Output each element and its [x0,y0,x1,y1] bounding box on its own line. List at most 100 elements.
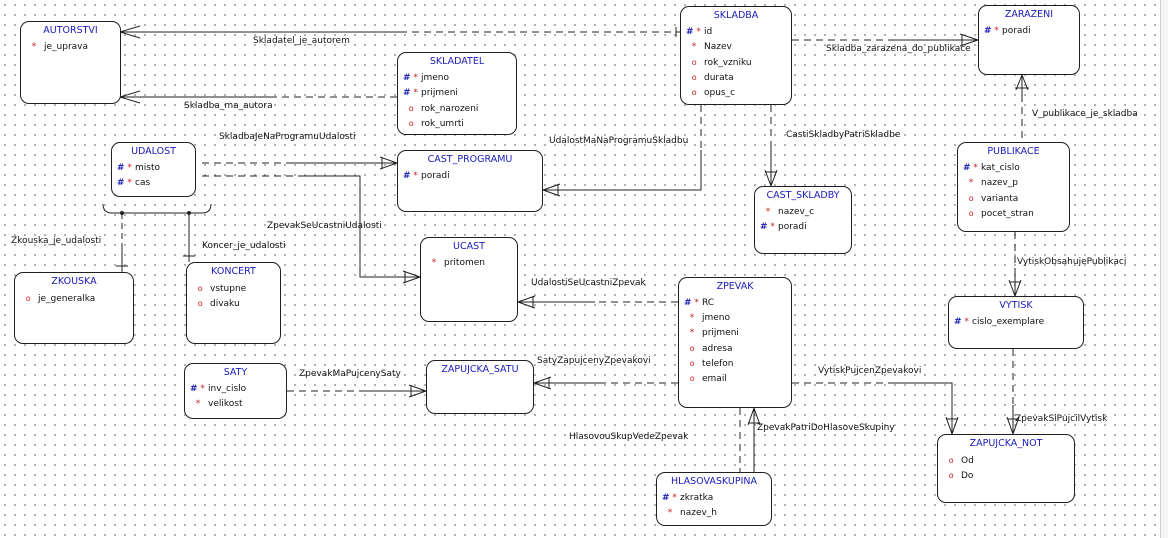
vertical-scrollbar[interactable] [1160,0,1168,538]
attribute-name: je_uprava [44,42,89,52]
optional-marker: o [948,456,954,465]
label-zpevak-ma-pujceny-saty: ZpevakMaPujcenySaty [299,369,401,379]
attribute-name: cas [135,178,151,188]
attribute-marker: # * [954,315,972,330]
primary-key-marker: # [662,493,670,503]
label-udalost-ma-na-programu-skladbu: UdalostMaNaProgramuSkladbu [549,136,689,146]
mandatory-marker: * [994,26,999,36]
entity-title: SKLADATEL [429,56,485,67]
attribute-name: inv_cislo [208,384,247,394]
optional-marker: o [197,299,203,308]
attribute-name: cislo_exemplare [972,317,1045,327]
crowfoot-autorstvi-skladba [119,25,141,39]
attribute-row: # *inv_cislo [190,382,286,397]
attribute-name: je_generalka [38,294,96,304]
attribute-list: # *zkratka *nazev_h [657,489,771,521]
entity-cast-skladby[interactable]: CAST_SKLADBY *nazev_c# *poradi [754,186,852,254]
crowfoot-zarazeni-left [959,33,979,47]
entity-zarazeni[interactable]: ZARAZENI# *poradi [978,5,1080,75]
attribute-name: Od [961,456,974,466]
attribute-name: nazev_c [778,207,815,217]
attribute-marker: o [686,85,704,101]
optional-marker: o [408,119,414,128]
attribute-marker: o [684,341,702,357]
optional-marker: o [25,294,31,303]
entity-autorstvi[interactable]: AUTORSTVI * je_uprava [20,21,121,104]
primary-key-marker: # [760,222,768,232]
attribute-marker: o [684,371,702,387]
attribute-marker: # * [684,296,702,311]
entity-vytisk[interactable]: VYTISK# *cislo_exemplare [948,296,1084,349]
attribute-list: # *poradi [979,22,1079,39]
attribute-name: email [702,374,727,384]
attribute-name: pritomen [444,258,485,268]
attribute-marker: * [963,176,981,191]
entity-title: CAST_PROGRAMU [427,154,513,165]
attribute-name: rok_vzniku [704,58,752,68]
attribute-name: jmeno [702,313,731,323]
attribute-row: *nazev_c [760,205,851,220]
attribute-row: # *cas [117,176,195,191]
attribute-marker: # * [984,24,1002,39]
attribute-name: Do [961,471,974,481]
attribute-row: * je_uprava [26,40,120,55]
attribute-row: *velikost [190,397,286,412]
mandatory-marker: * [973,163,978,173]
crowfoot-cast-skladby-top [764,169,778,187]
entity-title: ZAPUJCKA_NOT [969,438,1043,449]
attribute-row: *Nazev [686,40,791,55]
optional-marker: o [968,194,974,203]
attribute-marker: * [662,506,680,521]
attribute-marker: # * [403,71,421,86]
crowfoot-cast-programu-right [542,183,561,197]
attribute-list: * je_uprava [21,38,120,55]
attribute-marker: o [686,70,704,86]
primary-key-marker: # [117,163,125,173]
entity-hlasovaskupina[interactable]: HLASOVASKUPINA# *zkratka *nazev_h [656,472,772,526]
crowfoot-zapujcka-satu-right [533,376,552,390]
crowfoot-ucast-right [517,295,536,309]
crowfoot-ucast-left [402,270,421,284]
attribute-name: zkratka [680,493,714,503]
attribute-name: divaku [210,299,240,309]
primary-key-marker: # [684,298,692,308]
optional-marker: o [689,344,695,353]
label-saty-zapujceny-zpevakovi: SatyZapujcenyZpevakovi [537,356,651,366]
entity-ucast[interactable]: UCAST *pritomen [420,237,518,322]
label-skladba-ma-autora: Skladba_ma_autora [184,101,273,111]
attribute-list: *nazev_c# *poradi [755,203,851,235]
label-zpevak-se-ucastni-udalosti: ZpevakSeUcastniUdalosti [267,221,382,231]
optional-marker: o [689,359,695,368]
attribute-marker: # * [760,220,778,235]
mandatory-marker: * [31,42,37,52]
attribute-marker: o [963,206,981,222]
attribute-marker: # * [403,169,421,184]
primary-key-marker: # [403,73,411,83]
mandatory-marker: * [968,178,974,188]
attribute-name: nazev_h [680,508,718,518]
entity-saty[interactable]: SATY# *inv_cislo *velikost [184,363,287,419]
label-hlasova-skup-vede-zpevak: HlasovouSkupVedeZpevak [569,432,689,442]
entity-title: AUTORSTVI [43,25,98,36]
mandatory-marker: * [195,399,201,409]
attribute-marker: o [192,296,210,312]
entity-cast-programu[interactable]: CAST_PROGRAMU# *poradi [397,150,543,212]
entity-udalost[interactable]: UDALOST# *misto# *cas [111,142,196,197]
attribute-name: misto [135,163,160,173]
entity-zapujcka-satu[interactable]: ZAPUJCKA_SATU [426,360,534,414]
entity-title: SKLADBA [713,10,759,21]
